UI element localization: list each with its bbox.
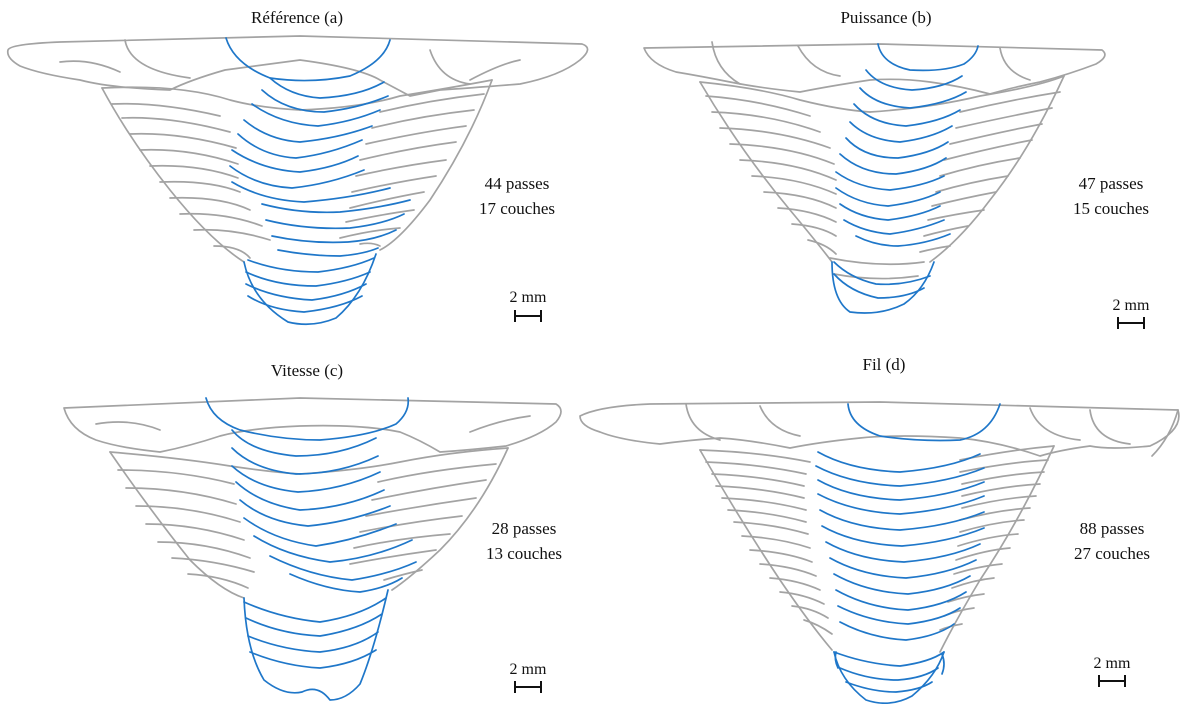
panel-b: Puissance (b): [643, 8, 1150, 329]
panel-d-scale-label: 2 mm: [1094, 655, 1131, 672]
panel-a: Référence (a): [6, 8, 589, 326]
panel-b-top-surface: [643, 43, 1106, 95]
panel-c-blue-passes: [205, 397, 417, 701]
panel-b-passes: 47 passes: [1079, 174, 1144, 193]
panel-c-scale-bar: [514, 681, 542, 693]
panel-a-couches: 17 couches: [479, 199, 555, 218]
panel-a-title: Référence (a): [251, 8, 343, 27]
panel-b-blue-passes: [831, 43, 979, 314]
panel-d-title: Fil (d): [863, 355, 906, 374]
panel-d-top-surface: [579, 401, 1180, 457]
panel-a-scale-label: 2 mm: [510, 289, 547, 306]
panel-b-scale-bar: [1117, 317, 1145, 329]
panel-a-gray-passes: [6, 35, 589, 263]
panel-a-top-surface: [6, 35, 589, 97]
panel-c-scale-label: 2 mm: [510, 661, 547, 678]
panel-c-title: Vitesse (c): [271, 361, 343, 380]
panel-c-couches: 13 couches: [486, 544, 562, 563]
panel-b-scale-label: 2 mm: [1113, 297, 1150, 314]
panel-c-gray-passes: [63, 397, 562, 599]
panel-b-title: Puissance (b): [840, 8, 931, 27]
panel-a-passes: 44 passes: [485, 174, 550, 193]
panel-a-scale-bar: [514, 310, 542, 322]
panel-a-blue-passes: [225, 37, 411, 326]
panel-b-gray-passes: [643, 41, 1106, 280]
panel-d-blue-passes: [815, 403, 1001, 704]
panel-d-passes: 88 passes: [1080, 519, 1145, 538]
panel-d-couches: 27 couches: [1074, 544, 1150, 563]
panel-b-couches: 15 couches: [1073, 199, 1149, 218]
panel-c-passes: 28 passes: [492, 519, 557, 538]
panel-d: Fil (d): [579, 355, 1180, 704]
panel-c-top-surface: [63, 397, 562, 453]
panel-d-scale-bar: [1098, 675, 1126, 687]
panel-c: Vitesse (c): [63, 361, 562, 701]
panel-d-gray-passes: [579, 401, 1180, 653]
